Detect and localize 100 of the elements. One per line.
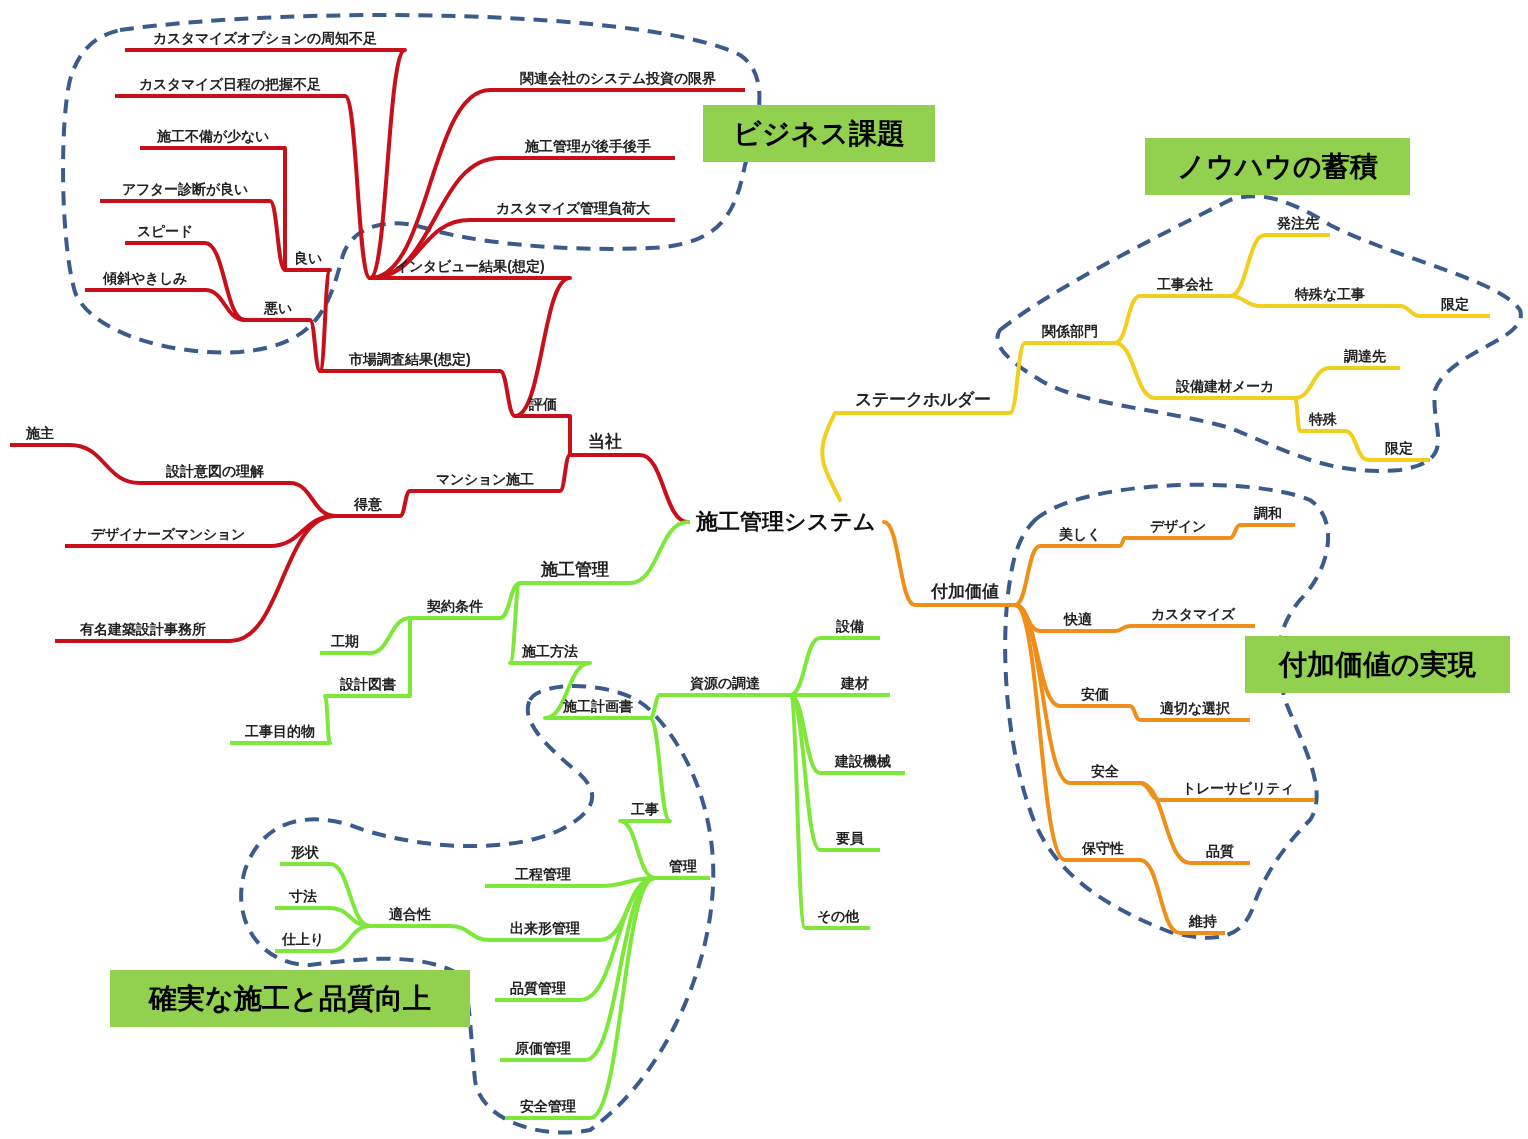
branch-label: 工程管理 xyxy=(485,866,600,888)
branch-line xyxy=(1293,366,1332,400)
branch-label: 保守性 xyxy=(1065,840,1140,862)
branch-label: 仕上り xyxy=(275,931,330,953)
branch-line xyxy=(558,453,572,493)
branch-label: デザイン xyxy=(1125,518,1230,540)
branch-label: 施工管理が後手後手 xyxy=(500,138,675,160)
branch-label: 付加価値 xyxy=(915,581,1015,607)
branch-label: 悪い xyxy=(245,300,310,322)
central-topic: 施工管理システム xyxy=(688,500,884,544)
branch-line xyxy=(628,520,690,585)
branch-label: 設備建材メーカ xyxy=(1155,378,1295,400)
branch-label: アフター診断が良い xyxy=(100,181,270,203)
branch-line xyxy=(1343,429,1370,462)
branch-label: デザイナーズマンション xyxy=(65,526,270,548)
branch-line xyxy=(1398,304,1422,318)
branch-line xyxy=(328,924,372,953)
branch-label: 美しく xyxy=(1040,526,1120,548)
branch-line xyxy=(228,514,337,643)
branch-label: 関連会社のシステム投資の限界 xyxy=(490,70,745,92)
branch-label: 調達先 xyxy=(1330,348,1400,370)
branch-label: 有名建築設計事務所 xyxy=(55,621,230,643)
branch-line xyxy=(283,146,287,272)
branch-line xyxy=(308,318,322,373)
branch-line xyxy=(1008,341,1027,415)
branch-label: 品質管理 xyxy=(495,980,580,1002)
branch-label: 適切な選択 xyxy=(1140,700,1250,722)
callout-banner: 確実な施工と品質向上 xyxy=(110,970,470,1027)
branch-label: 発注先 xyxy=(1265,215,1330,237)
branch-label: マンション施工 xyxy=(410,471,560,493)
branch-label: 限定 xyxy=(1420,296,1490,318)
branch-label: ステークホルダー xyxy=(835,389,1010,415)
branch-label: 設備 xyxy=(820,618,880,640)
branch-label: カスタマイズ日程の把握不足 xyxy=(115,76,345,98)
branch-label: 関係部門 xyxy=(1025,323,1115,345)
branch-label: 施工方法 xyxy=(510,643,590,665)
branch-label: 施工管理 xyxy=(520,559,630,585)
branch-line xyxy=(820,411,842,502)
branch-line xyxy=(1118,536,1127,548)
branch-label: 維持 xyxy=(1180,913,1225,935)
branch-label: 良い xyxy=(285,250,330,272)
branch-label: 施主 xyxy=(10,425,70,447)
branch-label: 寸法 xyxy=(275,888,330,910)
branch-line xyxy=(1113,341,1157,400)
branch-label: 工事会社 xyxy=(1140,276,1230,298)
callout-banner: ノウハウの蓄積 xyxy=(1145,138,1410,195)
branch-label: 安全管理 xyxy=(505,1098,590,1120)
branch-label: 建材 xyxy=(820,675,890,697)
branch-line xyxy=(368,218,472,280)
branch-line xyxy=(203,288,247,322)
branch-line xyxy=(1113,624,1132,633)
branch-line xyxy=(343,94,372,280)
branch-line xyxy=(648,716,672,823)
branch-label: 管理 xyxy=(655,858,710,880)
branch-label: 品質 xyxy=(1190,843,1250,865)
callout-banner: 付加価値の実現 xyxy=(1245,636,1510,693)
branch-line xyxy=(68,443,142,485)
branch-line xyxy=(1138,858,1182,935)
branch-label: 適合性 xyxy=(370,906,450,928)
branch-line xyxy=(318,268,332,373)
branch-line xyxy=(648,693,662,720)
branch-label: 当社 xyxy=(570,431,640,457)
branch-label: 形状 xyxy=(280,844,330,866)
branch-label: 設計意図の理解 xyxy=(140,463,290,485)
branch-label: 工期 xyxy=(320,633,370,655)
branch-label: 安全 xyxy=(1070,763,1140,785)
branch-label: 出来形管理 xyxy=(490,920,600,942)
callout-banner: ビジネス課題 xyxy=(703,105,935,162)
branch-label: 設計図書 xyxy=(325,676,410,698)
branch-label: 安価 xyxy=(1060,686,1130,708)
branch-line xyxy=(408,616,412,698)
branch-line xyxy=(1138,781,1192,865)
branch-label: 施工計画書 xyxy=(545,698,650,720)
branch-line xyxy=(543,661,592,720)
branch-line xyxy=(1293,396,1302,433)
branch-line xyxy=(508,581,522,665)
branch-label: 傾斜やきしみ xyxy=(85,270,205,292)
branch-label: その他 xyxy=(805,908,870,930)
branch-label: カスタマイズ xyxy=(1130,606,1255,628)
branch-label: カスタマイズオプションの周知不足 xyxy=(125,30,405,52)
branch-line xyxy=(448,924,492,942)
branch-label: スピード xyxy=(125,223,205,245)
branch-label: カスタマイズ管理負荷大 xyxy=(470,200,675,222)
branch-line xyxy=(1228,294,1262,308)
branch-line xyxy=(498,581,522,620)
branch-label: 特殊な工事 xyxy=(1260,286,1400,308)
branch-line xyxy=(1228,523,1242,540)
branch-label: 調和 xyxy=(1240,505,1295,527)
branch-line xyxy=(882,520,917,607)
branch-label: 契約条件 xyxy=(410,598,500,620)
branch-label: 市場調査結果(想定) xyxy=(320,351,500,373)
branch-label: 資源の調達 xyxy=(660,675,790,697)
branch-label: 工事 xyxy=(620,801,670,823)
branch-label: 限定 xyxy=(1368,440,1430,462)
branch-line xyxy=(368,616,412,655)
branch-label: 建設機械 xyxy=(820,753,905,775)
branch-label: 施工不備が少ない xyxy=(140,128,285,150)
branch-label: トレーサビリティ xyxy=(1160,780,1315,802)
branch-line xyxy=(398,489,412,518)
branch-line xyxy=(1128,704,1142,722)
